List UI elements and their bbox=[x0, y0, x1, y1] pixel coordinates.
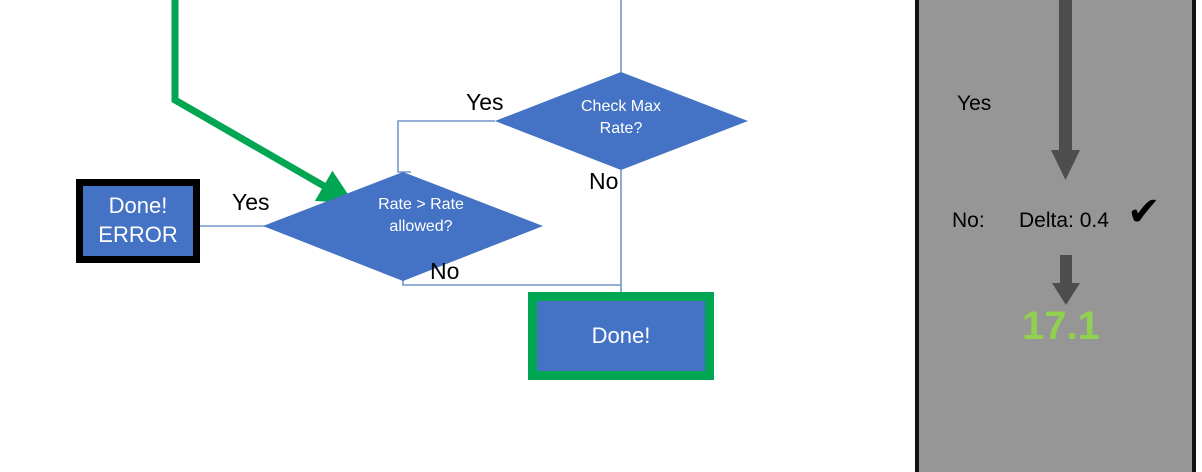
arrow-down-short bbox=[1052, 255, 1080, 305]
panel-result-value: 17.1 bbox=[1022, 304, 1100, 348]
process-done-label: Done! bbox=[591, 322, 651, 348]
edge-label-yes-rate-allowed: Yes bbox=[232, 189, 270, 215]
panel-delta-value: Delta: 0.4 bbox=[1019, 209, 1109, 232]
process-done[interactable]: Done! bbox=[528, 292, 714, 380]
highlight-path-green bbox=[171, 0, 354, 204]
edge-label-no-rate-allowed: No bbox=[430, 258, 460, 284]
connector-check-max-yes bbox=[397, 120, 495, 173]
decision-check-max-rate[interactable] bbox=[495, 72, 748, 170]
edge-label-yes-check-max: Yes bbox=[466, 89, 504, 115]
decision-rate-gt-rate-allowed[interactable] bbox=[263, 172, 543, 281]
panel-arrows bbox=[1051, 0, 1080, 305]
process-done-error[interactable]: Done! ERROR bbox=[76, 179, 200, 263]
check-icon: ✔ bbox=[1127, 190, 1161, 234]
side-panel: Yes No: Delta: 0.4 ✔ 17.1 bbox=[915, 0, 1196, 472]
process-done-error-label: Done! ERROR bbox=[98, 193, 178, 247]
arrow-down-long bbox=[1051, 0, 1080, 180]
edge-label-no-check-max: No bbox=[589, 168, 619, 194]
panel-no-label: No: bbox=[952, 209, 985, 232]
panel-yes-label: Yes bbox=[957, 92, 992, 115]
